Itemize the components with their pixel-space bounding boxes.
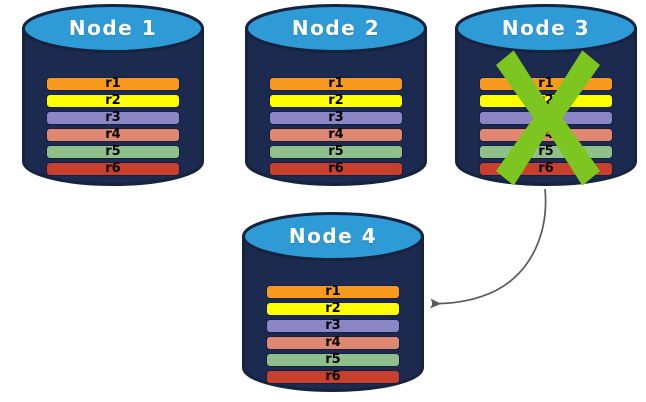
row-bar[interactable]: r6 [266,370,400,384]
row-label: r6 [105,161,121,176]
row-label: r2 [325,301,341,316]
row-bar[interactable]: r3 [479,111,613,125]
row-label: r5 [325,352,341,367]
row-bar[interactable]: r5 [46,145,180,159]
row-label: r6 [538,161,554,176]
cylinder-top [22,4,204,53]
cylinder-top [455,4,637,53]
row-label: r1 [105,76,121,91]
row-bar[interactable]: r6 [269,162,403,176]
row-bar[interactable]: r6 [479,162,613,176]
row-bar[interactable]: r4 [269,128,403,142]
row-label: r5 [328,144,344,159]
row-bar[interactable]: r4 [46,128,180,142]
node-1-row-stack: r1 r2 r3 r4 r5 r6 [22,77,204,176]
row-label: r3 [328,110,344,125]
row-label: r5 [105,144,121,159]
row-bar[interactable]: r5 [269,145,403,159]
row-label: r1 [538,76,554,91]
cylinder-top [242,212,424,261]
row-bar[interactable]: r1 [46,77,180,91]
row-bar[interactable]: r5 [266,353,400,367]
row-label: r6 [325,369,341,384]
row-bar[interactable]: r4 [266,336,400,350]
row-label: r1 [328,76,344,91]
row-bar[interactable]: r1 [269,77,403,91]
row-label: r4 [325,335,341,350]
row-bar[interactable]: r2 [269,94,403,108]
row-label: r6 [328,161,344,176]
row-bar[interactable]: r1 [266,285,400,299]
node-3-row-stack: r1 r2 r3 r4 r5 r6 [455,77,637,176]
row-label: r4 [538,127,554,142]
node-2-row-stack: r1 r2 r3 r4 r5 r6 [245,77,427,176]
node-4-row-stack: r1 r2 r3 r4 r5 r6 [242,285,424,384]
row-bar[interactable]: r3 [266,319,400,333]
cylinder-top [245,4,427,53]
row-bar[interactable]: r3 [269,111,403,125]
row-bar[interactable]: r6 [46,162,180,176]
row-bar[interactable]: r2 [479,94,613,108]
row-label: r2 [328,93,344,108]
row-bar[interactable]: r3 [46,111,180,125]
row-label: r4 [105,127,121,142]
row-label: r3 [325,318,341,333]
row-label: r3 [538,110,554,125]
row-bar[interactable]: r4 [479,128,613,142]
row-bar[interactable]: r2 [266,302,400,316]
row-label: r4 [328,127,344,142]
row-label: r5 [538,144,554,159]
row-label: r2 [105,93,121,108]
row-bar[interactable]: r1 [479,77,613,91]
row-bar[interactable]: r2 [46,94,180,108]
row-label: r2 [538,93,554,108]
row-label: r1 [325,284,341,299]
row-bar[interactable]: r5 [479,145,613,159]
row-label: r3 [105,110,121,125]
